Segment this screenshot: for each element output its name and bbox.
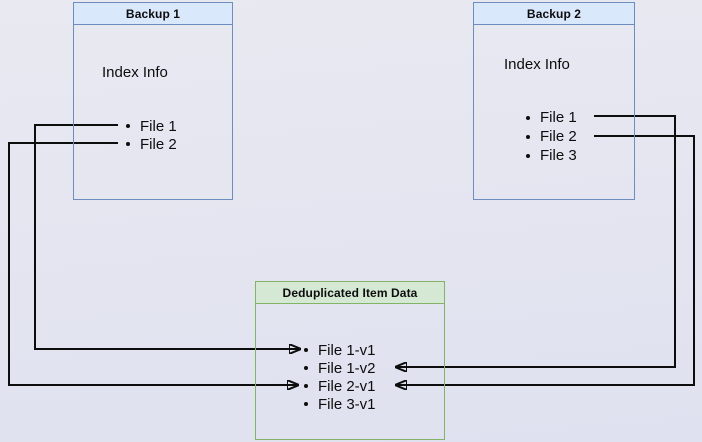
bullet-icon [526,134,530,139]
backup2-title: Backup 2 [474,3,634,25]
dedup-list-item: File 2-v1 [304,377,376,395]
backup1-file-list: File 1 File 2 [126,117,177,153]
dedup-list-item: File 1-v2 [304,359,376,377]
file-list-item: File 1 [526,108,577,127]
backup1-box: Backup 1 Index Info File 1 File 2 [73,2,233,200]
dedup-list-item: File 1-v1 [304,341,376,359]
backup2-file-list: File 1 File 2 File 3 [526,108,577,165]
file-label: File 3 [540,147,577,164]
file-label: File 1 [540,109,577,126]
dedup-title: Deduplicated Item Data [256,282,444,304]
dedup-item-list: File 1-v1 File 1-v2 File 2-v1 File 3-v1 [304,341,376,413]
bullet-icon [304,366,308,370]
backup2-box: Backup 2 Index Info File 1 File 2 File 3 [473,2,635,200]
bullet-icon [126,124,130,128]
file-list-item: File 2 [526,127,577,146]
dedup-item-label: File 1-v1 [318,341,376,359]
deduplicated-item-data-box: Deduplicated Item Data File 1-v1 File 1-… [255,281,445,440]
bullet-icon [304,384,308,388]
backup2-index-info-label: Index Info [504,56,570,73]
bullet-icon [526,115,530,120]
bullet-icon [304,402,308,406]
file-label: File 2 [540,128,577,145]
backup1-title: Backup 1 [74,3,232,25]
file-list-item: File 2 [126,135,177,153]
file-label: File 2 [140,135,177,153]
file-list-item: File 3 [526,146,577,165]
dedup-list-item: File 3-v1 [304,395,376,413]
bullet-icon [304,348,308,352]
dedup-item-label: File 1-v2 [318,359,376,377]
dedup-item-label: File 2-v1 [318,377,376,395]
bullet-icon [126,142,130,146]
file-label: File 1 [140,117,177,135]
backup1-index-info-label: Index Info [102,64,168,81]
bullet-icon [526,153,530,158]
dedup-item-label: File 3-v1 [318,395,376,413]
file-list-item: File 1 [126,117,177,135]
